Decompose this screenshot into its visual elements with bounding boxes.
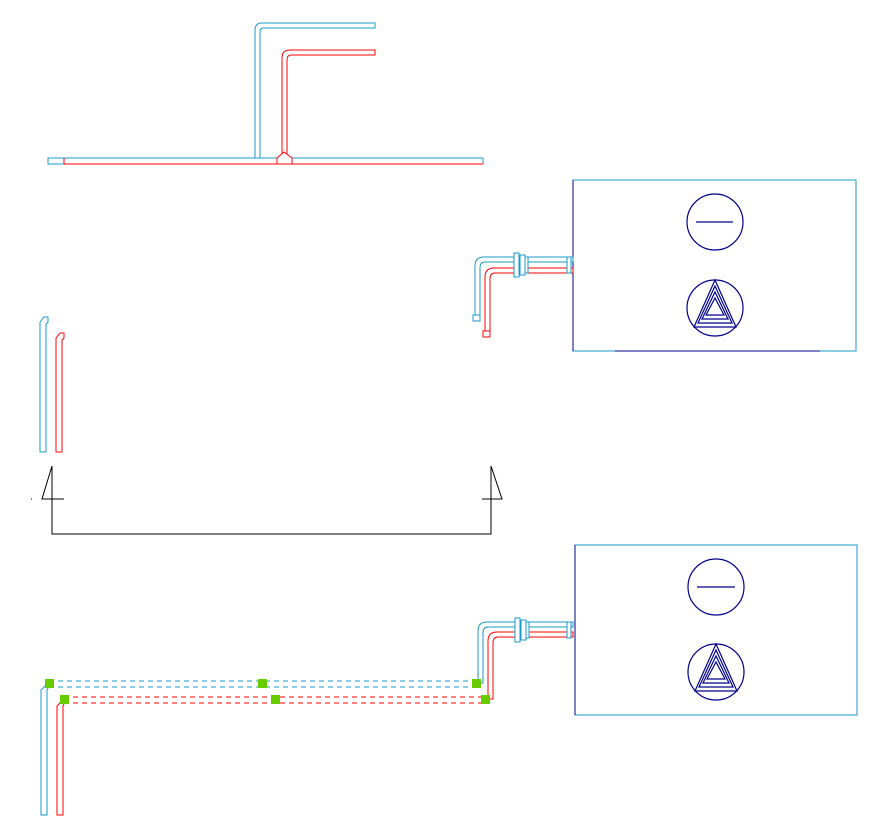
minus-symbol-icon <box>687 558 745 616</box>
grip-handle[interactable] <box>60 695 69 704</box>
unit-1-supply-cap <box>472 314 481 322</box>
unit-2-outline[interactable] <box>574 544 858 716</box>
grip-handle[interactable] <box>258 679 267 688</box>
nested-triangle-icon <box>693 278 737 328</box>
unit-1-valve-icon[interactable] <box>513 252 572 278</box>
tee-fitting <box>276 151 293 165</box>
unit-1-return-cap <box>482 330 491 338</box>
bottom-supply-riser[interactable] <box>40 685 50 816</box>
grip-handle[interactable] <box>45 679 54 688</box>
unit-2-valve-icon[interactable] <box>514 617 572 643</box>
selected-pipe-run[interactable] <box>40 679 490 816</box>
section-marker <box>31 465 503 535</box>
left-return-stub[interactable] <box>55 332 65 453</box>
grip-handle[interactable] <box>472 679 481 688</box>
main-header-pipe[interactable] <box>47 157 484 165</box>
unit-1[interactable] <box>472 179 857 352</box>
unit-1-return-pipe[interactable] <box>484 267 574 338</box>
supply-dashed-line[interactable] <box>49 680 476 688</box>
grip-handle[interactable] <box>481 695 490 704</box>
left-supply-stub[interactable] <box>39 316 49 453</box>
unit-2-return-pipe[interactable] <box>487 631 574 700</box>
unit-2-supply-pipe[interactable] <box>477 621 574 684</box>
return-riser-top[interactable] <box>281 49 376 159</box>
nested-triangle-icon <box>694 642 738 692</box>
bottom-return-riser[interactable] <box>56 701 66 816</box>
left-stubs[interactable] <box>39 316 65 453</box>
top-pipe-assembly[interactable] <box>47 22 484 165</box>
grip-handles[interactable] <box>45 679 490 704</box>
minus-symbol-icon <box>686 193 744 251</box>
grip-handle[interactable] <box>271 695 280 704</box>
supply-riser-top[interactable] <box>254 22 376 159</box>
unit-1-outline[interactable] <box>572 179 857 352</box>
unit-2[interactable] <box>477 544 858 716</box>
unit-1-supply-pipe[interactable] <box>474 256 574 320</box>
